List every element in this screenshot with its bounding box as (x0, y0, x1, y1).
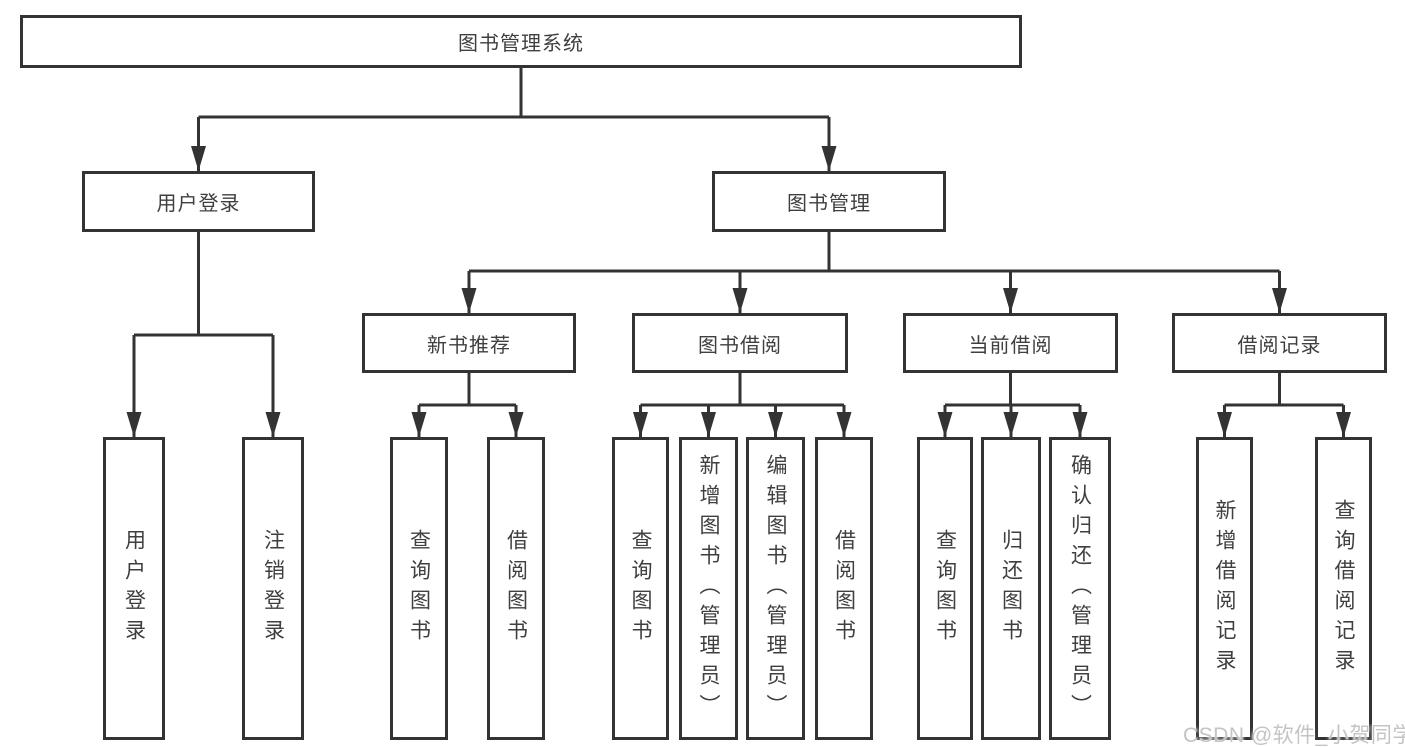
leaf-query-books-recommend: 查询图书 (390, 437, 448, 740)
node-library-management-system: 图书管理系统 (20, 15, 1022, 68)
leaf-logout: 注销登录 (242, 437, 304, 740)
leaf-query-books-borrowing: 查询图书 (612, 437, 669, 740)
csdn-watermark: CSDN @软件_小贺同学 (1183, 724, 1405, 747)
node-book-borrowing: 图书借阅 (632, 313, 848, 373)
node-book-management: 图书管理 (712, 171, 946, 232)
leaf-return-books: 归还图书 (981, 437, 1041, 740)
node-borrowing-records: 借阅记录 (1172, 313, 1387, 373)
leaf-add-books-admin: 新增图书（管理员） (679, 437, 738, 740)
leaf-query-books-current: 查询图书 (917, 437, 973, 740)
node-current-borrowing: 当前借阅 (903, 313, 1118, 373)
leaf-borrow-books-borrowing: 借阅图书 (815, 437, 873, 740)
node-new-book-recommendation: 新书推荐 (362, 313, 576, 373)
leaf-confirm-return-admin: 确认归还（管理员） (1049, 437, 1111, 740)
leaf-borrow-books-recommend: 借阅图书 (487, 437, 545, 740)
arrowhead-icons (126, 146, 1351, 437)
leaf-user-login: 用户登录 (103, 437, 165, 740)
leaf-query-borrow-record: 查询借阅记录 (1315, 437, 1372, 740)
leaf-edit-books-admin: 编辑图书（管理员） (746, 437, 805, 740)
node-user-login: 用户登录 (82, 171, 315, 232)
leaf-add-borrow-record: 新增借阅记录 (1196, 437, 1253, 740)
